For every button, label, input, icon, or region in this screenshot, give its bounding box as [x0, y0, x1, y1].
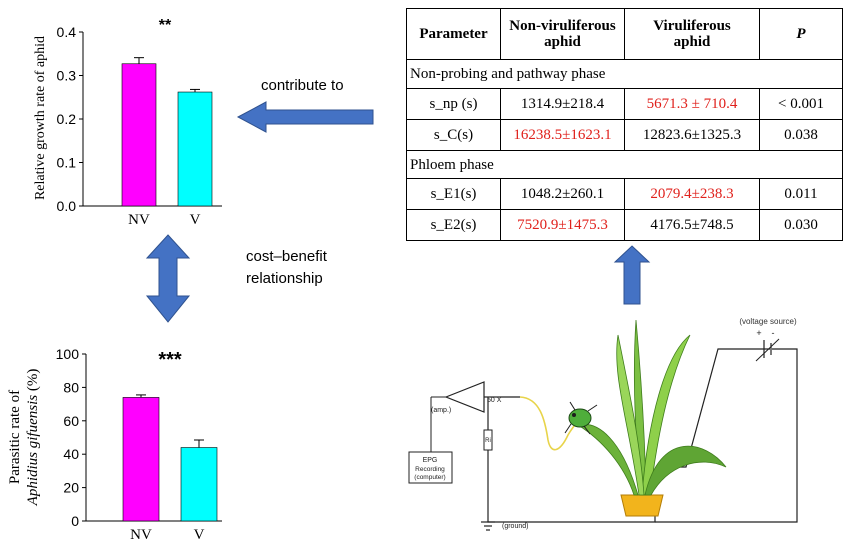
recorder-line2: Recording	[415, 466, 445, 473]
chart2-significance: ***	[158, 349, 182, 371]
voltage-plus: +	[756, 328, 761, 338]
cell-nonvir-highlight: 7520.9±1475.3	[500, 209, 625, 241]
cell-p: < 0.001	[759, 88, 843, 120]
contribute-label: contribute to	[261, 77, 344, 94]
svg-text:Aphidius gifuensis: Aphidius gifuensis (%)	[25, 369, 41, 507]
gold-wire	[519, 396, 579, 451]
cell-param: s_E1(s)	[406, 178, 501, 210]
parasitic-rate-chart: 0 20 40 60 80 100 NV V *** Parasitic rate of A…	[7, 346, 222, 543]
amplifier-triangle	[444, 381, 485, 413]
chart1-x-tick-label: NV	[128, 212, 150, 228]
amp-label: (amp.)	[431, 407, 451, 414]
chart1-y-label: Relative growth rate of aphid	[33, 36, 48, 200]
cell-p: 0.038	[759, 119, 843, 151]
aphid-icon	[564, 401, 598, 435]
chart2-y-label-line1: Parasitic rate of	[7, 390, 23, 484]
cell-vir-highlight: 5671.3 ± 710.4	[624, 88, 760, 120]
chart2-y-label: Parasitic rate of Aphidius gifuensis (%)	[7, 369, 41, 507]
section-title: Phloem phase	[406, 150, 843, 179]
cell-nonvir-highlight: 16238.5±1623.1	[500, 119, 625, 151]
resistor	[483, 429, 493, 451]
chart2-y-tick-label: 100	[56, 346, 80, 362]
chart1-y-tick-label: 0.2	[57, 111, 77, 127]
chart2-bar-nv	[122, 397, 160, 522]
growth-rate-chart: 0.0 0.1 0.2 0.3 0.4 NV V ** Relative growth r…	[33, 17, 222, 228]
voltage-source-label: (voltage source)	[739, 317, 797, 326]
chart2-y-tick-label: 40	[63, 446, 79, 462]
ground-label: (ground)	[502, 523, 528, 530]
chart2-bar-v	[180, 447, 218, 522]
plant-pot	[620, 494, 664, 517]
amp-gain: 50 X	[487, 397, 502, 404]
section-title: Non-probing and pathway phase	[406, 59, 843, 89]
epg-diagram: (voltage source) + - 50 X (amp.) Ri EPG …	[408, 317, 798, 531]
recorder-line1: EPG	[423, 457, 438, 464]
plant-icon	[576, 319, 727, 496]
epg-up-arrow	[613, 245, 651, 305]
svg-text:Parasitic rate of: Parasitic rate of	[7, 390, 23, 484]
chart2-y-tick-label: 60	[63, 413, 79, 429]
resistor-label: Ri	[485, 438, 491, 444]
table-row: s_E1(s) 1048.2±260.1 2079.4±238.3 0.011	[406, 178, 843, 210]
cell-p: 0.011	[759, 178, 843, 210]
cell-nonvir: 1048.2±260.1	[500, 178, 625, 210]
cell-param: s_np (s)	[406, 88, 501, 120]
chart1-y-tick-label: 0.3	[57, 68, 77, 84]
battery-variable-line	[755, 338, 780, 362]
contribute-arrow	[236, 101, 374, 133]
header-p: P	[759, 8, 843, 60]
chart2-y-tick-label: 80	[63, 379, 79, 395]
chart2-x-tick-label: NV	[130, 527, 152, 543]
relationship-label-line2: relationship	[246, 270, 323, 287]
voltage-minus: -	[772, 328, 775, 338]
chart2-y-tick-label: 20	[63, 480, 79, 496]
chart2-y-tick-label: 0	[71, 513, 79, 529]
cell-param: s_E2(s)	[406, 209, 501, 241]
chart2-y-label-species: Aphidius gifuensis	[25, 395, 41, 507]
header-vir-line2: aphid	[673, 34, 711, 50]
cost-benefit-arrow	[145, 234, 191, 323]
cell-nonvir: 1314.9±218.4	[500, 88, 625, 120]
section-row: Non-probing and pathway phase	[406, 59, 843, 89]
cell-p: 0.030	[759, 209, 843, 241]
table-row: s_E2(s) 7520.9±1475.3 4176.5±748.5 0.030	[406, 209, 843, 241]
chart1-bar-nv	[121, 63, 157, 207]
header-nonvir-line1: Non-viruliferous	[509, 18, 616, 34]
cell-vir-highlight: 2079.4±238.3	[624, 178, 760, 210]
cell-vir: 12823.6±1325.3	[624, 119, 760, 151]
chart1-y-tick-label: 0.4	[57, 24, 77, 40]
chart1-x-tick-label: V	[190, 212, 201, 228]
header-vir-line1: Viruliferous	[653, 18, 731, 34]
chart1-bar-v	[177, 91, 213, 207]
chart2-y-label-unit: (%)	[25, 369, 41, 392]
table-row: s_np (s) 1314.9±218.4 5671.3 ± 710.4 < 0…	[406, 88, 843, 120]
chart1-significance: **	[159, 17, 172, 34]
chart1-y-tick-label: 0.0	[57, 198, 77, 214]
cell-param: s_C(s)	[406, 119, 501, 151]
chart1-y-tick-label: 0.1	[57, 155, 77, 171]
header-parameter: Parameter	[406, 8, 501, 60]
cell-vir: 4176.5±748.5	[624, 209, 760, 241]
chart2-x-tick-label: V	[194, 527, 205, 543]
section-row: Phloem phase	[406, 150, 843, 179]
recorder-line3: (computer)	[414, 474, 445, 481]
epg-recorder-box	[408, 451, 453, 484]
relationship-label-line1: cost–benefit	[246, 248, 327, 265]
voltage-wire-right	[655, 348, 798, 523]
header-nonvir-line2: aphid	[544, 34, 581, 50]
table-row: s_C(s) 16238.5±1623.1 12823.6±1325.3 0.0…	[406, 119, 843, 151]
